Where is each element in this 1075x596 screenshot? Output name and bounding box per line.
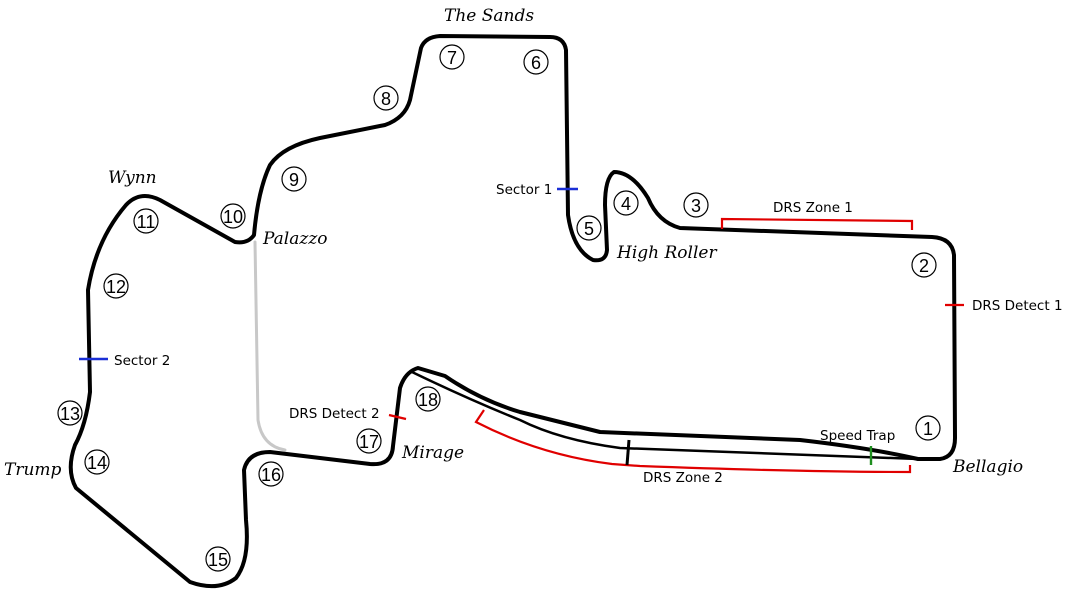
svg-text:16: 16 xyxy=(261,465,281,485)
svg-text:1: 1 xyxy=(923,419,933,439)
turn-18: 18 xyxy=(415,386,441,412)
turn-16: 16 xyxy=(258,461,284,487)
svg-text:7: 7 xyxy=(447,48,457,68)
svg-text:14: 14 xyxy=(87,453,107,473)
turn-8: 8 xyxy=(373,85,399,111)
turn-11: 11 xyxy=(133,208,159,234)
svg-text:12: 12 xyxy=(106,277,126,297)
turn-3: 3 xyxy=(683,192,709,218)
turn-2: 2 xyxy=(911,252,937,278)
venue-high-roller: High Roller xyxy=(616,243,717,263)
svg-text:17: 17 xyxy=(359,432,379,452)
venue-the-sands: The Sands xyxy=(444,6,534,26)
sector-2-label: Sector 2 xyxy=(114,353,170,369)
turn-7: 7 xyxy=(439,44,465,70)
turn-13: 13 xyxy=(57,400,83,426)
svg-text:18: 18 xyxy=(418,390,438,410)
venue-mirage: Mirage xyxy=(401,443,464,463)
svg-text:8: 8 xyxy=(381,89,391,109)
svg-text:2: 2 xyxy=(919,256,929,276)
svg-text:6: 6 xyxy=(531,53,541,73)
drs-zone-2-bracket xyxy=(474,409,912,474)
drs-detect-1-label: DRS Detect 1 xyxy=(972,298,1063,314)
svg-text:3: 3 xyxy=(691,196,701,216)
dividing-line-mark xyxy=(625,439,631,466)
turn-12: 12 xyxy=(103,273,129,299)
drs-zone-2-label: DRS Zone 2 xyxy=(643,470,723,486)
venue-trump: Trump xyxy=(4,460,62,480)
turn-17: 17 xyxy=(356,428,382,454)
sector-1-label: Sector 1 xyxy=(496,182,552,198)
venue-palazzo: Palazzo xyxy=(262,229,328,249)
turn-15: 15 xyxy=(205,546,231,572)
turn-10: 10 xyxy=(220,203,246,229)
svg-text:13: 13 xyxy=(60,404,80,424)
svg-text:10: 10 xyxy=(223,207,243,227)
svg-text:15: 15 xyxy=(208,550,228,570)
drs-zone-1-label: DRS Zone 1 xyxy=(773,200,853,216)
track-inner-straight xyxy=(410,370,920,461)
svg-text:5: 5 xyxy=(584,219,594,239)
turn-6: 6 xyxy=(523,49,549,75)
turn-4: 4 xyxy=(613,190,639,216)
drs-zone-1-bracket xyxy=(720,217,914,230)
pit-lane xyxy=(253,240,287,452)
turn-9: 9 xyxy=(281,166,307,192)
svg-text:4: 4 xyxy=(621,194,631,214)
venue-wynn: Wynn xyxy=(108,168,157,188)
drs-detect-2-mark xyxy=(388,413,407,421)
turn-1: 1 xyxy=(915,415,941,441)
track-outline xyxy=(68,34,957,589)
turn-14: 14 xyxy=(84,449,110,475)
speed-trap-label: Speed Trap xyxy=(820,428,895,444)
venue-bellagio: Bellagio xyxy=(952,457,1023,477)
turn-5: 5 xyxy=(576,215,602,241)
svg-text:11: 11 xyxy=(137,212,156,232)
svg-text:9: 9 xyxy=(289,170,299,190)
turn-markers: 1 2 3 4 5 6 7 8 9 10 11 12 13 14 15 16 1… xyxy=(57,44,941,572)
drs-detect-2-label: DRS Detect 2 xyxy=(289,406,380,422)
